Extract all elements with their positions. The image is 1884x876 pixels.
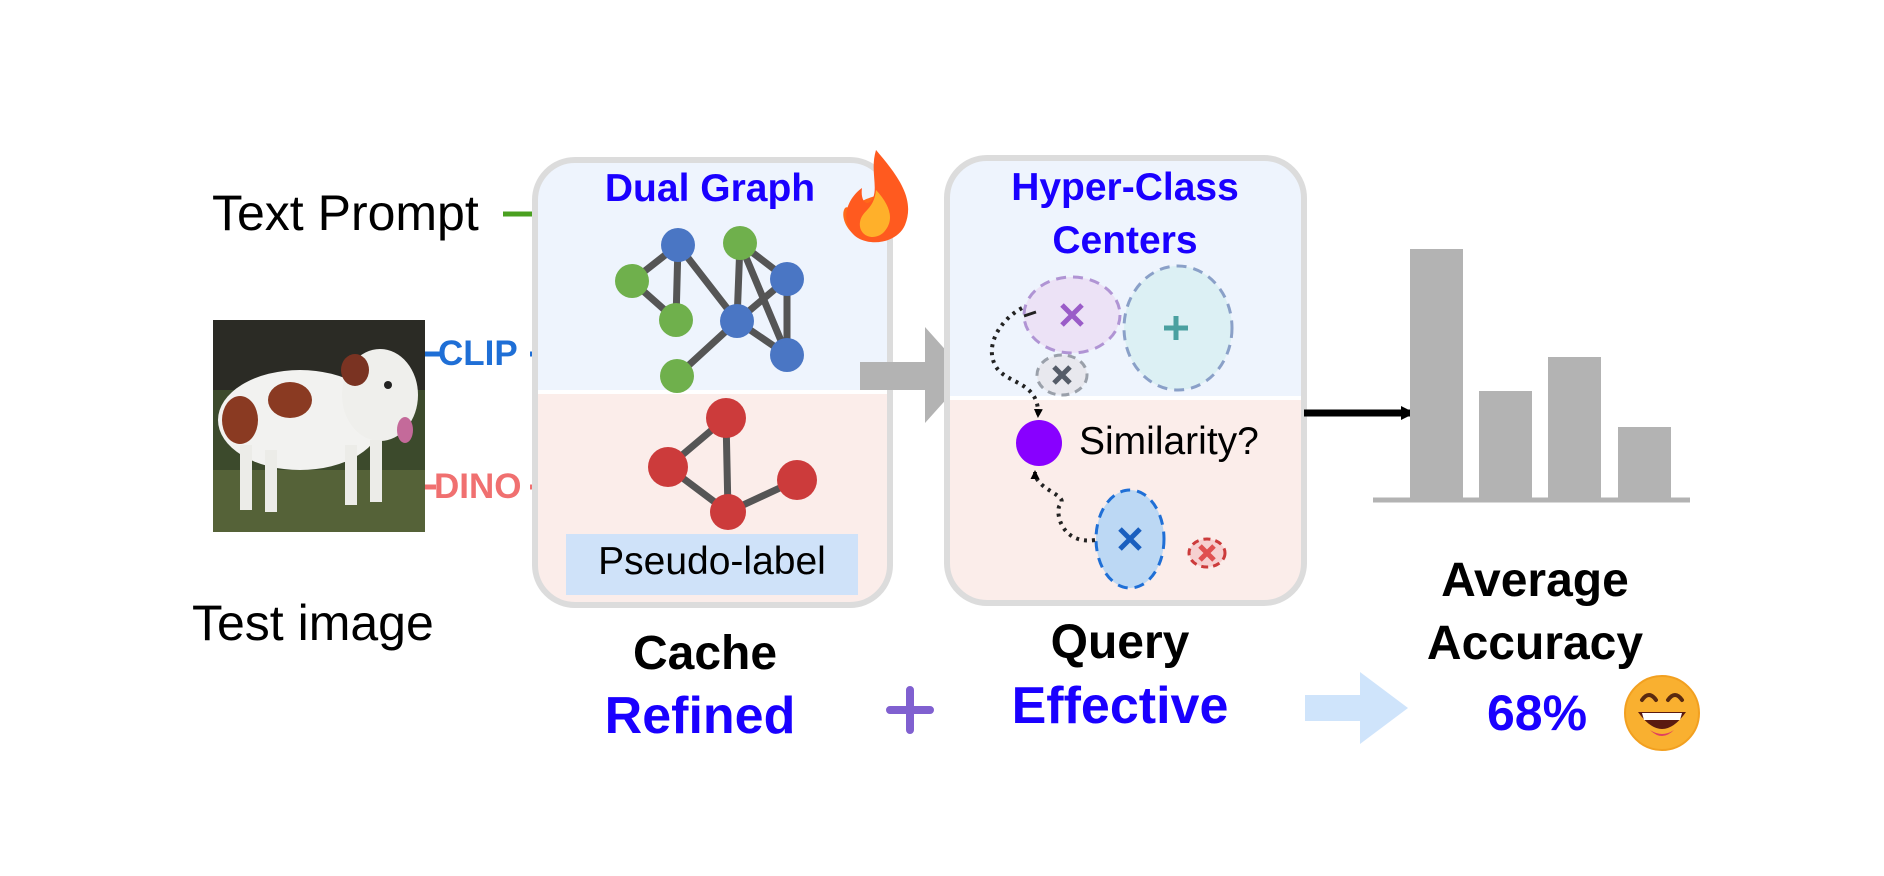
graph-node [659, 303, 693, 337]
graph-node [770, 338, 804, 372]
flame-icon [843, 150, 909, 243]
cluster-red [1187, 537, 1227, 569]
similarity-label: Similarity? [1079, 420, 1259, 463]
graph-node [710, 494, 746, 530]
graph-node [777, 460, 817, 500]
hyper-class-title-line2: Centers [1052, 219, 1198, 262]
query-caption: Query [1050, 616, 1190, 669]
hyper-class-title-line1: Hyper-Class [1011, 166, 1239, 209]
gray-flow-arrow [860, 327, 968, 423]
average-label-line1: Average [1441, 554, 1629, 607]
graph-node [660, 359, 694, 393]
text-prompt-label: Text Prompt [212, 185, 479, 241]
pseudo-label-text: Pseudo-label [598, 540, 826, 583]
accuracy-label-line2: Accuracy [1426, 617, 1644, 670]
dual-graph-title: Dual Graph [604, 167, 816, 210]
query-point [1016, 420, 1062, 466]
graph-node [770, 262, 804, 296]
query-quality: Effective [1011, 677, 1229, 735]
cluster-gray [1035, 353, 1089, 397]
pseudo-label-box [566, 534, 858, 595]
cluster-blue [1094, 488, 1166, 590]
accuracy-bar-chart [1410, 249, 1671, 499]
cluster-teal [1122, 264, 1234, 392]
clip-label: CLIP [438, 334, 518, 373]
light-blue-arrow [1305, 672, 1408, 744]
dino-label: DINO [434, 467, 522, 506]
graph-node [706, 398, 746, 438]
cache-caption: Cache [632, 627, 778, 680]
graph-node [661, 228, 695, 262]
similarity-link-bottom [1030, 470, 1096, 543]
accuracy-bar [1618, 427, 1671, 499]
graph-node [723, 226, 757, 260]
accuracy-bar [1410, 249, 1463, 499]
graph-node [720, 304, 754, 338]
plus-icon [886, 686, 934, 734]
dog-photo [213, 320, 425, 532]
accuracy-bar [1479, 391, 1532, 499]
graph-node [648, 447, 688, 487]
graph-node [615, 264, 649, 298]
grinning-face-icon [1624, 675, 1700, 751]
accuracy-value: 68% [1487, 685, 1588, 741]
accuracy-bar [1548, 357, 1601, 499]
test-image-label: Test image [192, 595, 434, 651]
cluster-purple [1022, 275, 1122, 355]
cache-quality: Refined [604, 687, 796, 745]
